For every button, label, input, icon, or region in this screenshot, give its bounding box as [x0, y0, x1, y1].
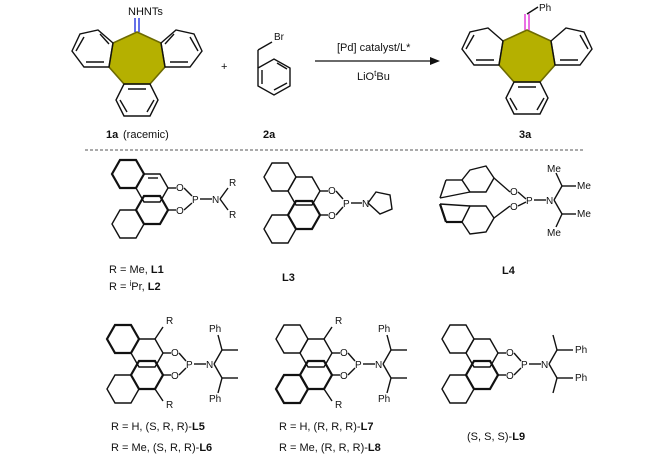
reactant-2a-structure — [257, 41, 291, 96]
L7L8-oxygen-bottom: O — [340, 371, 348, 382]
L4-phosphorus: P — [526, 196, 533, 207]
L3-caption: L3 — [282, 272, 295, 284]
plus-sign: + — [221, 61, 227, 73]
L7L8-phenyl-top: Ph — [378, 324, 390, 335]
L5L6-oxygen-bottom: O — [171, 371, 179, 382]
L3-nitrogen: N — [362, 199, 369, 210]
L3-oxygen-bottom: O — [328, 211, 336, 222]
L4-methyl-1: Me — [547, 164, 561, 175]
L5L6-oxygen-top: O — [171, 348, 179, 359]
L4-methyl-4: Me — [547, 228, 561, 239]
product-3a-left-benzene — [461, 27, 504, 66]
ligand-L1-L2-structure — [110, 158, 229, 239]
ligand-L5-L6-structure — [105, 323, 238, 404]
L7L8-oxygen-top: O — [340, 348, 348, 359]
L4-oxygen-top: O — [510, 187, 518, 198]
reactant-1a-structure — [71, 18, 203, 117]
product-3a-label-id: 3a — [519, 129, 532, 141]
L9-caption: (S, S, S)-L9 — [467, 431, 525, 443]
product-3a-bottom-benzene — [505, 81, 549, 115]
reactant-2a-label-id: 2a — [263, 129, 276, 141]
ligand-L7-L8-structure — [274, 324, 407, 405]
L5L6-phenyl-top: Ph — [209, 324, 221, 335]
L5L6-nitrogen: N — [206, 360, 213, 371]
L2-caption: R = iPr, L2 — [109, 279, 161, 293]
L9-phenyl-bottom: Ph — [575, 373, 587, 384]
L7L8-nitrogen: N — [375, 360, 382, 371]
L1L2-oxygen-bottom: O — [176, 206, 184, 217]
L1-caption: R = Me, L1 — [109, 264, 164, 276]
L4-methyl-2: Me — [577, 181, 591, 192]
reactant-2a-bromine: Br — [274, 32, 285, 43]
ligand-L9-structure — [441, 324, 573, 404]
reactant-1a-group-label: NHNTs — [128, 6, 163, 18]
L3-phosphorus: P — [343, 199, 350, 210]
product-3a-right-benzene — [550, 27, 593, 66]
L5L6-phenyl-bottom: Ph — [209, 394, 221, 405]
L4-methyl-3: Me — [577, 209, 591, 220]
catalyst-label: [Pd] catalyst/L* — [337, 42, 411, 54]
L4-caption: L4 — [502, 265, 516, 277]
L5L6-R-top: R — [166, 316, 173, 327]
L9-oxygen-bottom: O — [506, 371, 514, 382]
product-3a-structure — [461, 6, 593, 115]
reactant-2a-benzene — [257, 58, 291, 96]
L5L6-R-bottom: R — [166, 400, 173, 411]
L1L2-nitrogen: N — [212, 195, 219, 206]
L1L2-phosphorus: P — [192, 195, 199, 206]
reaction-arrow-head — [430, 57, 440, 65]
L7L8-phosphorus: P — [355, 360, 362, 371]
reactant-1a-right-benzene — [160, 29, 203, 68]
reactant-1a-label-id: 1a — [106, 129, 119, 141]
L4-oxygen-bottom: O — [510, 202, 518, 213]
L9-nitrogen: N — [541, 360, 548, 371]
L7L8-R-top: R — [335, 316, 342, 327]
L7L8-R-bottom: R — [335, 400, 342, 411]
L5-caption: R = H, (S, R, R)-L5 — [111, 421, 205, 433]
L7L8-phenyl-bottom: Ph — [378, 394, 390, 405]
product-3a-phenyl: Ph — [539, 3, 551, 14]
reactant-1a-left-benzene — [71, 29, 114, 68]
L9-oxygen-top: O — [506, 348, 514, 359]
L4-nitrogen: N — [546, 196, 553, 207]
L9-phosphorus: P — [521, 360, 528, 371]
ligand-L3-structure — [263, 162, 393, 244]
L5L6-phosphorus: P — [186, 360, 193, 371]
ligand-L4-structure — [438, 165, 576, 235]
L1L2-R-top: R — [229, 178, 236, 189]
L1L2-oxygen-top: O — [176, 183, 184, 194]
L1L2-R-bottom: R — [229, 210, 236, 221]
L9-phenyl-top: Ph — [575, 345, 587, 356]
L7-caption: R = H, (R, R, R)-L7 — [279, 421, 373, 433]
reactant-1a-bottom-benzene — [115, 83, 159, 117]
L6-caption: R = Me, (S, R, R)-L6 — [111, 442, 212, 454]
L3-oxygen-top: O — [328, 186, 336, 197]
L8-caption: R = Me, (R, R, R)-L8 — [279, 442, 381, 454]
reactant-1a-label-note: (racemic) — [123, 129, 169, 141]
base-label: LiOtBu — [357, 69, 390, 83]
